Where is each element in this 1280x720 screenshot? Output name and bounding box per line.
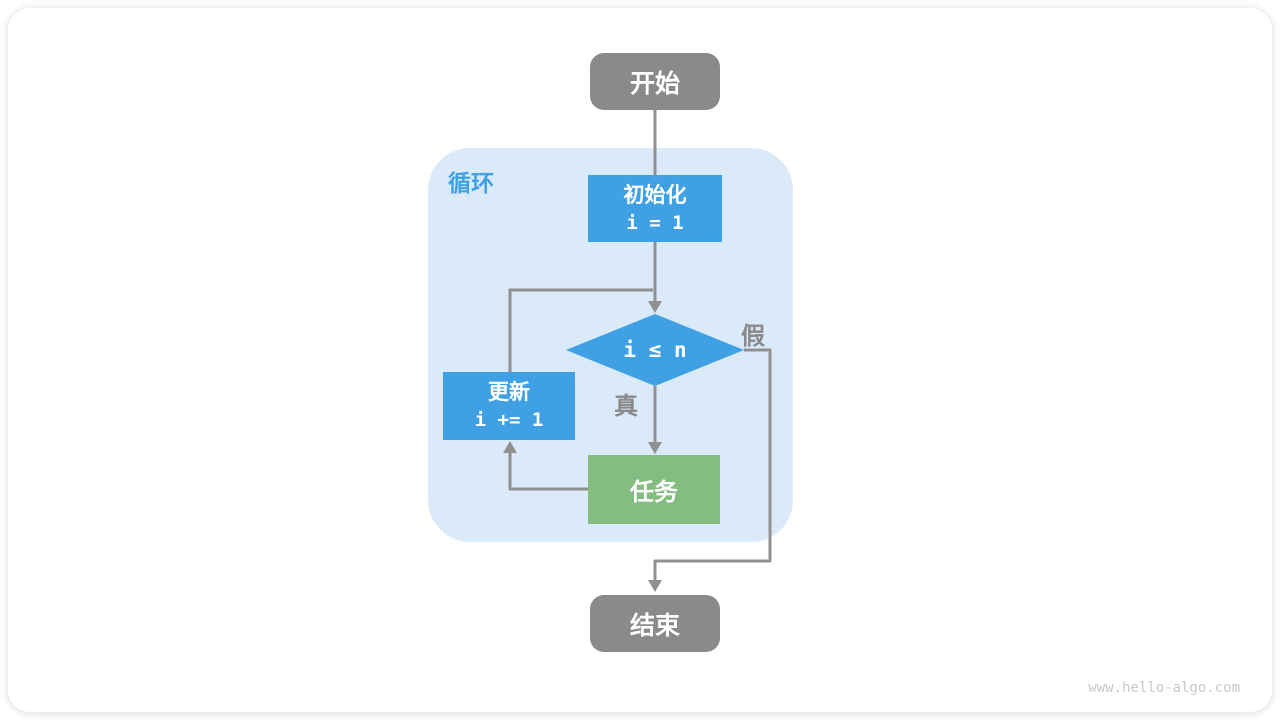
loop-region-label: 循环 [448, 170, 494, 196]
update-node-code: i += 1 [474, 409, 544, 431]
edge-update-to-junction [508, 288, 653, 372]
edge-condition-false-to-end [653, 348, 772, 581]
arrowhead-into-end [648, 580, 662, 592]
arrowhead-into-condition [648, 301, 662, 313]
start-node: 开始 [590, 53, 720, 110]
update-node: 更新 i += 1 [443, 372, 575, 440]
end-node: 结束 [590, 595, 720, 652]
update-node-label: 更新 [488, 381, 530, 404]
start-node-label: 开始 [629, 69, 680, 98]
arrowhead-into-update [503, 441, 517, 453]
init-node-label: 初始化 [623, 183, 687, 207]
watermark: www.hello-algo.com [1088, 680, 1240, 696]
false-branch-label: 假 [741, 323, 765, 350]
edge-task-to-update [508, 453, 588, 491]
init-node: 初始化 i = 1 [588, 175, 722, 242]
init-node-code: i = 1 [626, 211, 684, 234]
arrowhead-into-task [648, 442, 662, 454]
end-node-label: 结束 [629, 611, 680, 640]
condition-node-code: i ≤ n [623, 338, 687, 362]
task-node: 任务 [588, 455, 720, 524]
task-node-label: 任务 [630, 479, 678, 506]
true-branch-label: 真 [614, 393, 638, 420]
